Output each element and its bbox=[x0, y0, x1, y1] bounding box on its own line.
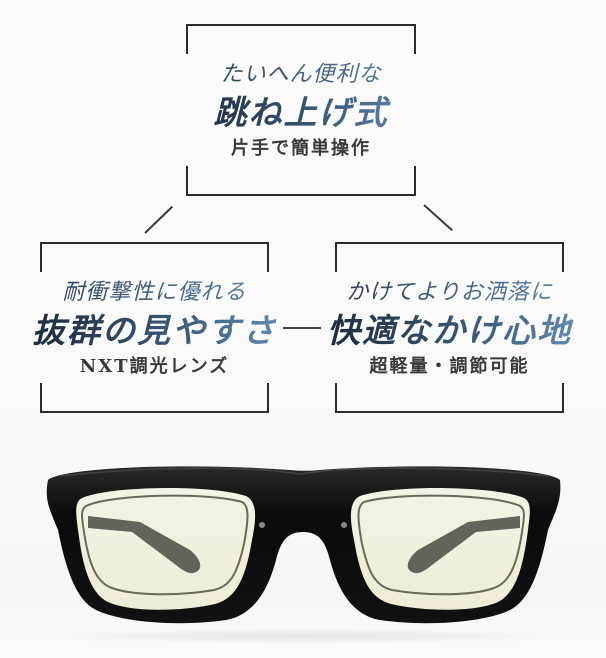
feature-lead-text: 耐衝撃性に優れる bbox=[40, 274, 269, 306]
bracket-top bbox=[40, 242, 269, 272]
feature-title: 抜群の見やすさ bbox=[30, 304, 279, 352]
connector-line-left bbox=[144, 205, 174, 234]
feature-title: 快適なかけ心地 bbox=[325, 304, 574, 352]
feature-lead-text: かけてよりお洒落に bbox=[335, 274, 564, 306]
feature-subtitle: 超軽量・調節可能 bbox=[369, 356, 530, 377]
feature-box-comfort: かけてよりお洒落に 快適なかけ心地 超軽量・調節可能 bbox=[327, 242, 570, 413]
bracket-top bbox=[186, 24, 416, 54]
feature-box-flip-up: たいへん便利な 跳ね上げ式 片手で簡単操作 bbox=[186, 24, 416, 196]
eyeglasses-product-image bbox=[0, 440, 606, 658]
feature-lead-text: たいへん便利な bbox=[186, 56, 416, 88]
feature-title: 跳ね上げ式 bbox=[186, 86, 416, 134]
dash-separator bbox=[283, 327, 321, 329]
feature-subtitle: NXT調光レンズ bbox=[79, 356, 230, 377]
bracket-top bbox=[335, 242, 564, 272]
feature-box-lens: 耐衝撃性に優れる 抜群の見やすさ NXT調光レンズ bbox=[32, 242, 275, 413]
bracket-bottom bbox=[186, 166, 416, 196]
bracket-bottom bbox=[335, 383, 564, 413]
feature-subtitle: 片手で簡単操作 bbox=[231, 138, 371, 159]
eyeglasses-icon bbox=[46, 466, 561, 624]
floor-shadow bbox=[30, 628, 576, 644]
bracket-bottom bbox=[40, 383, 269, 413]
connector-line-right bbox=[423, 204, 453, 232]
